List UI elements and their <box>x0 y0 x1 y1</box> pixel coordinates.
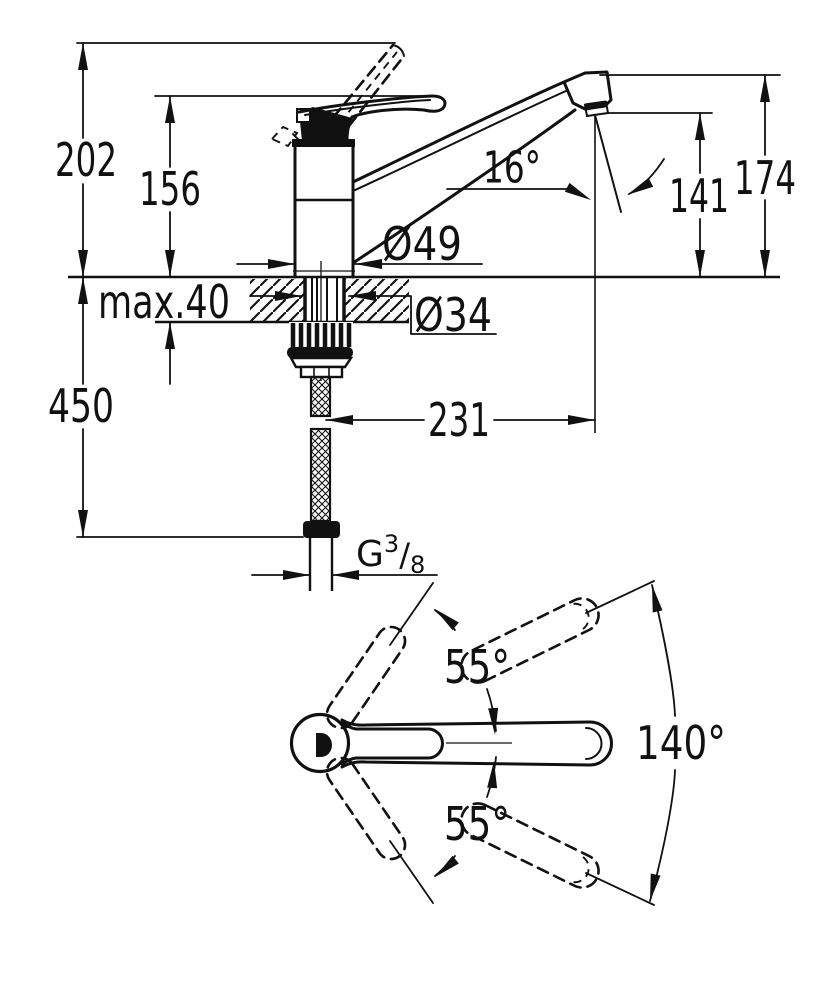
hose-connector-nut <box>303 521 340 538</box>
dim-hose-length-label: 450 <box>48 379 114 433</box>
thread-pipe <box>308 538 334 591</box>
side-view: 202 156 174 141 16° Ø49 Ø34 max.40 450 2… <box>48 42 796 591</box>
mounting-nut <box>287 322 354 379</box>
dim-outlet-angle-label: 16° <box>483 143 541 194</box>
lever-dashed-55 <box>325 625 407 861</box>
counter-section <box>68 275 780 324</box>
angle-extension-lines <box>389 580 655 906</box>
angle-55-arc <box>434 609 499 877</box>
faucet-body <box>292 139 355 279</box>
aerator <box>583 100 610 118</box>
extension-lines <box>76 42 781 538</box>
lever-raised-dashed <box>270 43 406 148</box>
angle-140-arc <box>649 584 676 902</box>
lever-plan-solid <box>289 712 613 774</box>
dim-spout-top-height-label: 174 <box>734 151 796 205</box>
dim-spout-reach-label: 231 <box>428 393 490 447</box>
dim-total-height-label: 202 <box>55 133 117 187</box>
dimension-arrowheads <box>78 43 770 580</box>
dim-deck-thickness-label: max.40 <box>98 275 230 329</box>
angle-upper-label: 55° <box>444 640 510 694</box>
spout <box>351 70 613 265</box>
lever-ball-dot <box>316 733 332 757</box>
angle-lower-label: 55° <box>444 797 510 851</box>
plan-view: 55° 55° 140° <box>289 580 726 906</box>
outlet-angle-construction <box>446 114 665 433</box>
dim-body-height-label: 156 <box>139 162 201 216</box>
dim-hole-diameter-label: Ø34 <box>414 288 492 342</box>
supply-hose <box>303 375 340 591</box>
dim-outlet-height-label: 141 <box>669 169 729 223</box>
lever-handle-side <box>270 43 447 148</box>
dim-base-diameter-label: Ø49 <box>382 217 462 271</box>
dim-thread-label: G3/8 <box>356 530 425 579</box>
swivel-range-label: 140° <box>636 716 726 770</box>
